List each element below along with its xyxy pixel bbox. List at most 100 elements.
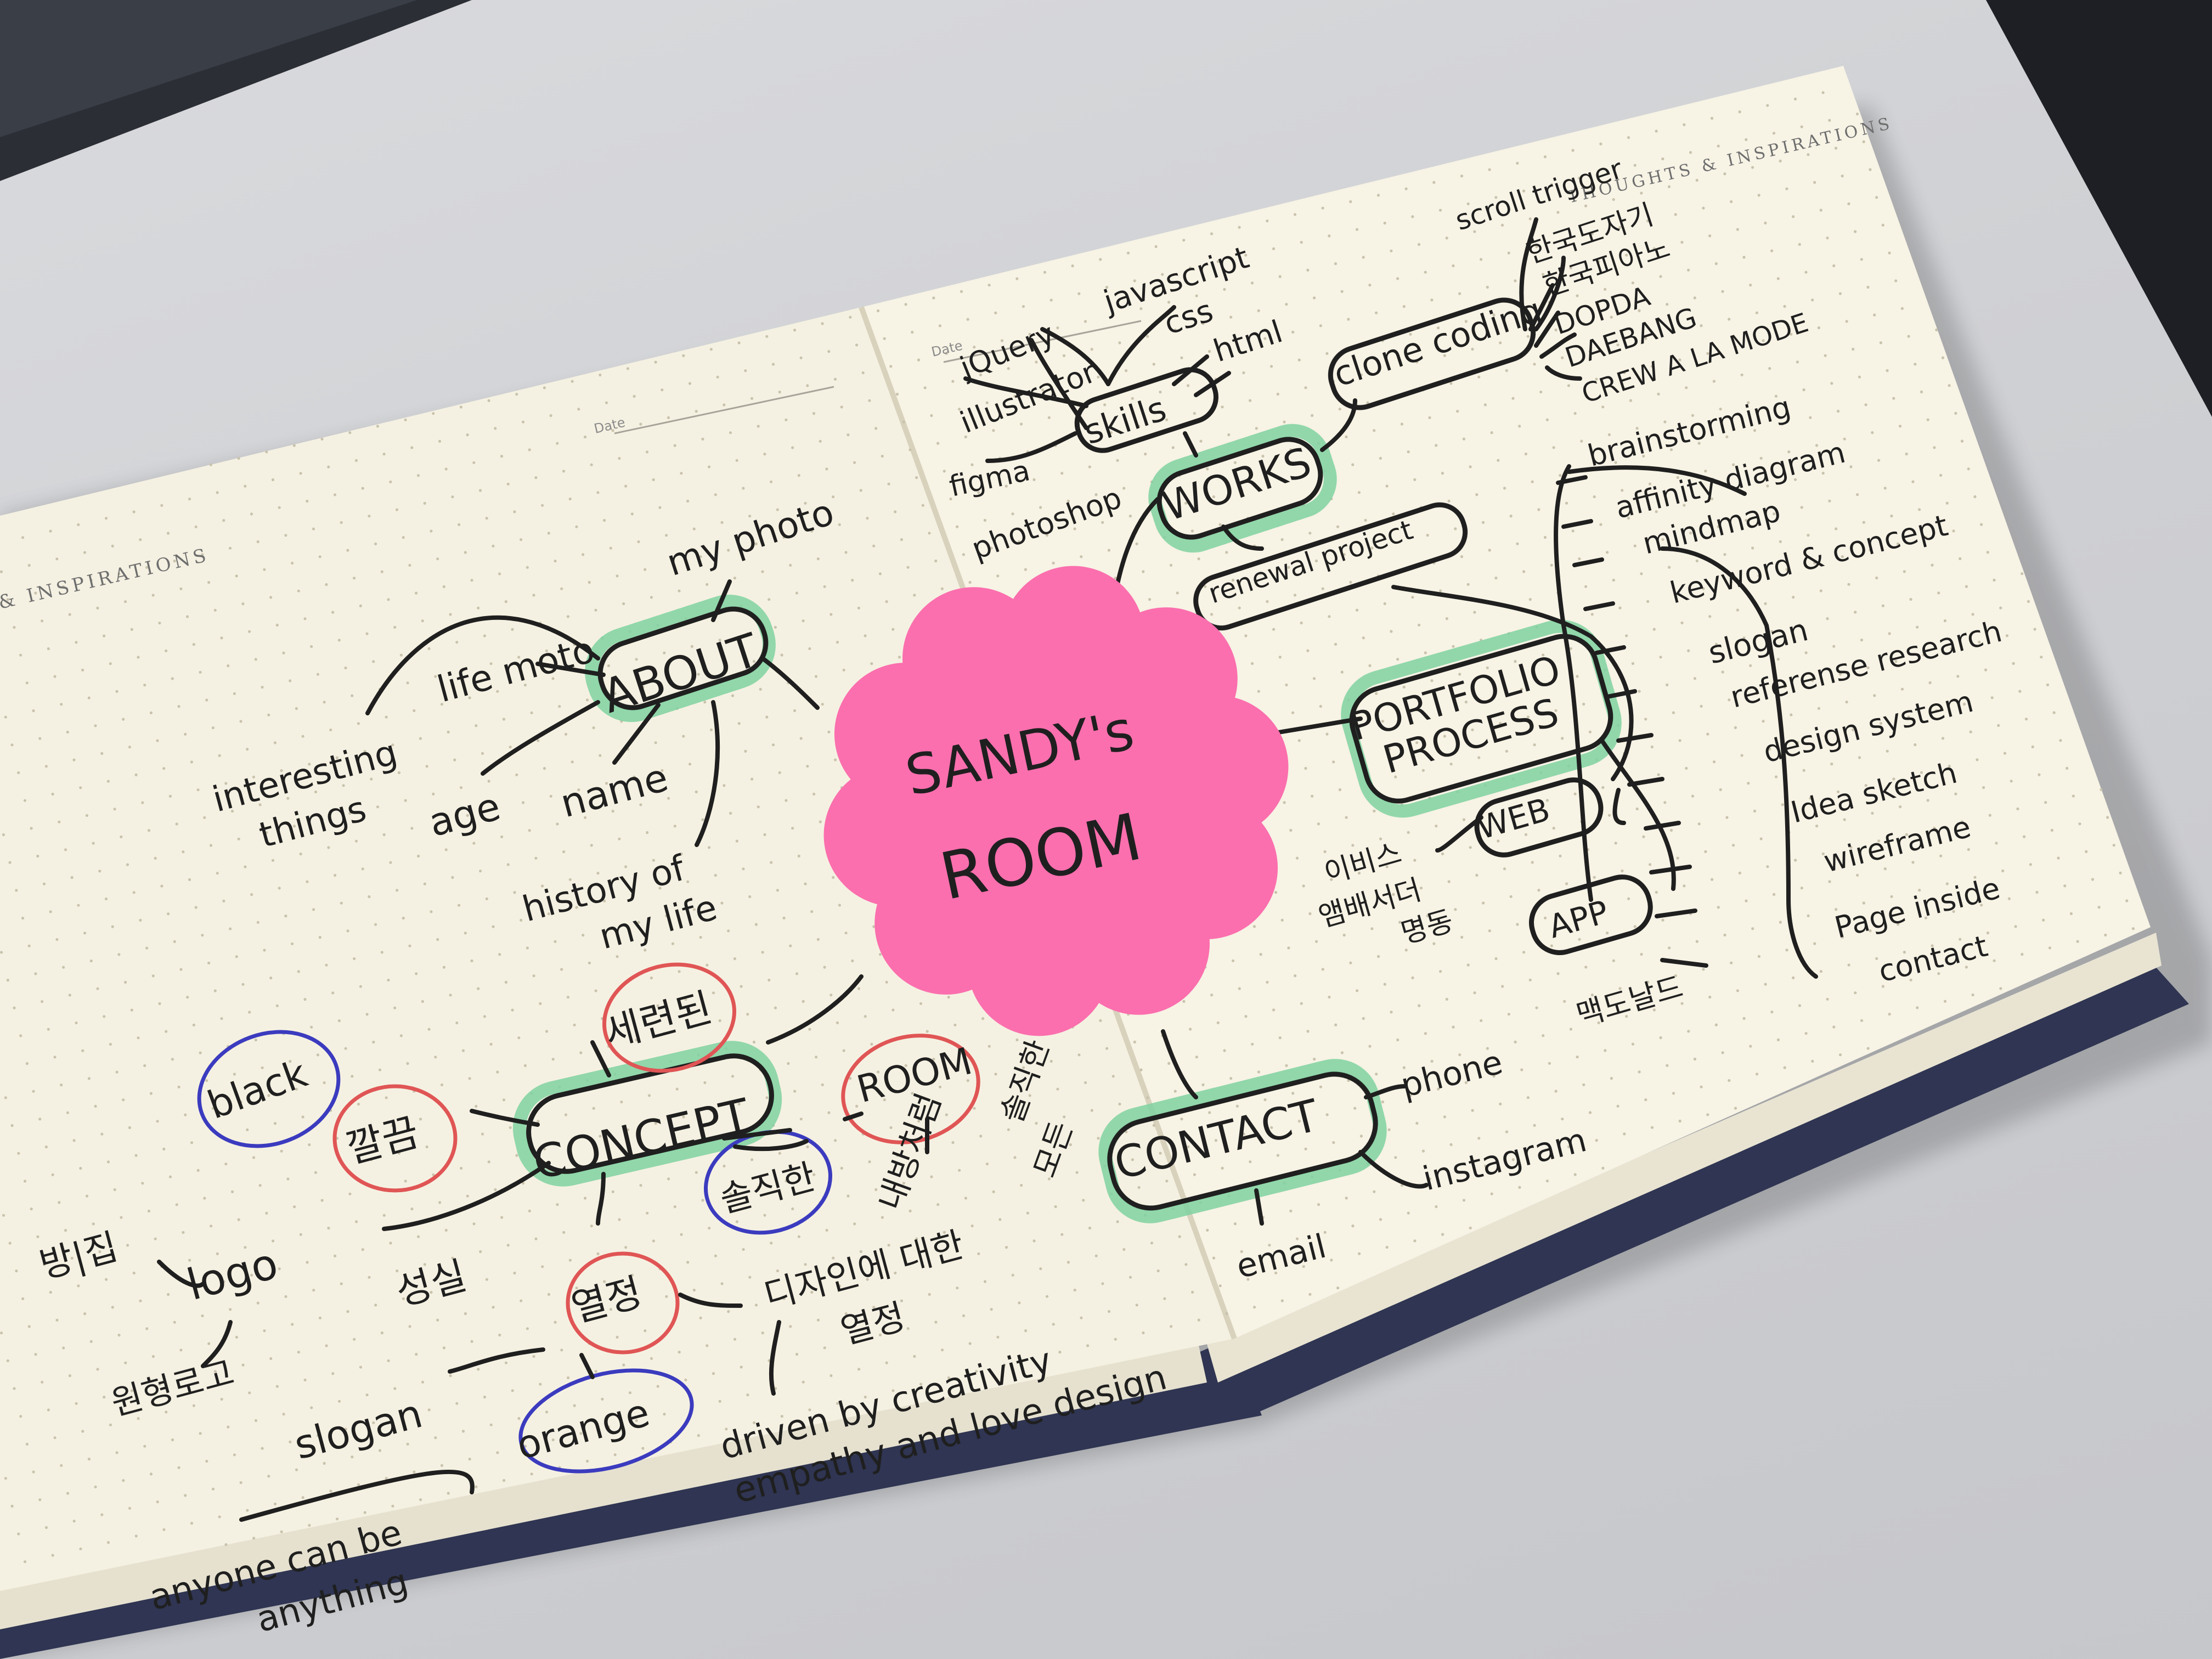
grid-dot [780, 653, 783, 657]
grid-dot [1792, 596, 1795, 599]
grid-dot [983, 518, 986, 522]
grid-dot [1165, 418, 1169, 421]
grid-dot [430, 1291, 433, 1294]
grid-dot [62, 1346, 65, 1350]
grid-dot [652, 859, 655, 862]
grid-dot [1250, 281, 1254, 285]
grid-dot [62, 966, 65, 969]
grid-dot [485, 517, 488, 520]
grid-dot [361, 1248, 364, 1251]
grid-dot [173, 940, 176, 943]
grid-dot [1466, 583, 1470, 586]
grid-dot [1505, 1130, 1509, 1133]
grid-dot [1802, 769, 1805, 772]
grid-dot [872, 1306, 876, 1309]
grid-dot [6, 979, 9, 982]
grid-dot [520, 538, 523, 541]
grid-dot [348, 431, 352, 435]
grid-dot [816, 938, 820, 941]
grid-dot [1090, 1109, 1093, 1112]
grid-dot [547, 532, 550, 535]
grid-dot [53, 675, 57, 678]
grid-dot [297, 1351, 301, 1354]
grid-dot [947, 1376, 950, 1379]
grid-dot [273, 1122, 277, 1125]
grid-dot [1618, 606, 1622, 610]
grid-dot [675, 1087, 679, 1091]
grid-dot [1888, 1013, 1891, 1016]
grid-dot [1537, 508, 1541, 511]
grid-dot [975, 1370, 978, 1373]
grid-dot [1997, 724, 2000, 727]
grid-dot [1005, 484, 1008, 488]
grid-dot [1860, 1019, 1864, 1022]
grid-dot [1334, 262, 1338, 266]
grid-dot [368, 515, 371, 518]
grid-dot [1967, 467, 1970, 471]
grid-dot [1965, 585, 1968, 588]
grid-dot [819, 439, 822, 443]
grid-dot [731, 1075, 735, 1078]
grid-dot [1819, 208, 1822, 212]
grid-dot [1206, 1228, 1209, 1232]
grid-dot [1481, 521, 1485, 524]
grid-dot [1503, 867, 1506, 871]
grid-dot [1142, 570, 1145, 573]
grid-dot [1824, 735, 1827, 738]
grid-dot [1430, 1059, 1434, 1063]
grid-dot [485, 1278, 489, 1281]
grid-dot [96, 987, 99, 990]
grid-dot [1757, 955, 1760, 958]
grid-dot [461, 1430, 465, 1433]
grid-dot [220, 1017, 223, 1020]
grid-dot [506, 1244, 510, 1247]
grid-dot [87, 696, 91, 699]
grid-dot [220, 1397, 223, 1401]
grid-dot [1150, 1242, 1154, 1245]
grid-dot [539, 1383, 542, 1386]
grid-dot [487, 1160, 490, 1164]
grid-dot [175, 822, 178, 826]
grid-dot [246, 1128, 249, 1131]
grid-dot [1770, 1011, 1774, 1014]
grid-dot [325, 1344, 328, 1347]
grid-dot [1047, 1177, 1051, 1181]
grid-dot [10, 743, 14, 747]
grid-dot [1894, 279, 1898, 283]
grid-dot [1473, 230, 1476, 233]
grid-dot [1798, 1004, 1801, 1007]
grid-dot [470, 1340, 473, 1343]
grid-dot [487, 780, 490, 783]
grid-dot [1830, 382, 1833, 385]
grid-dot [802, 1380, 805, 1384]
grid-dot [1903, 951, 1906, 954]
grid-dot [692, 1289, 696, 1292]
grid-dot [1161, 273, 1164, 276]
grid-dot [1291, 1092, 1295, 1095]
grid-dot [1753, 809, 1757, 812]
grid-dot [385, 1096, 388, 1099]
grid-dot [2003, 752, 2007, 755]
grid-dot [1458, 673, 1462, 676]
grid-dot [188, 878, 191, 881]
grid-dot [1802, 388, 1805, 392]
grid-dot [1774, 394, 1778, 398]
grid-dot [992, 429, 995, 432]
grid-dot [331, 1372, 335, 1375]
grid-dot [1280, 1299, 1284, 1302]
grid-dot [1235, 343, 1239, 347]
grid-dot [1655, 510, 1658, 514]
grid-dot [1614, 842, 1617, 845]
grid-dot [624, 484, 628, 488]
grid-dot [361, 487, 364, 490]
grid-dot [1409, 332, 1412, 336]
grid-dot [1280, 918, 1284, 922]
grid-dot [440, 1464, 444, 1467]
grid-dot [1916, 625, 1919, 629]
grid-dot [513, 891, 516, 894]
grid-dot [126, 1244, 129, 1247]
grid-dot [1817, 707, 1820, 710]
grid-dot [1661, 918, 1664, 922]
grid-dot [1342, 933, 1346, 937]
grid-dot [385, 715, 388, 719]
